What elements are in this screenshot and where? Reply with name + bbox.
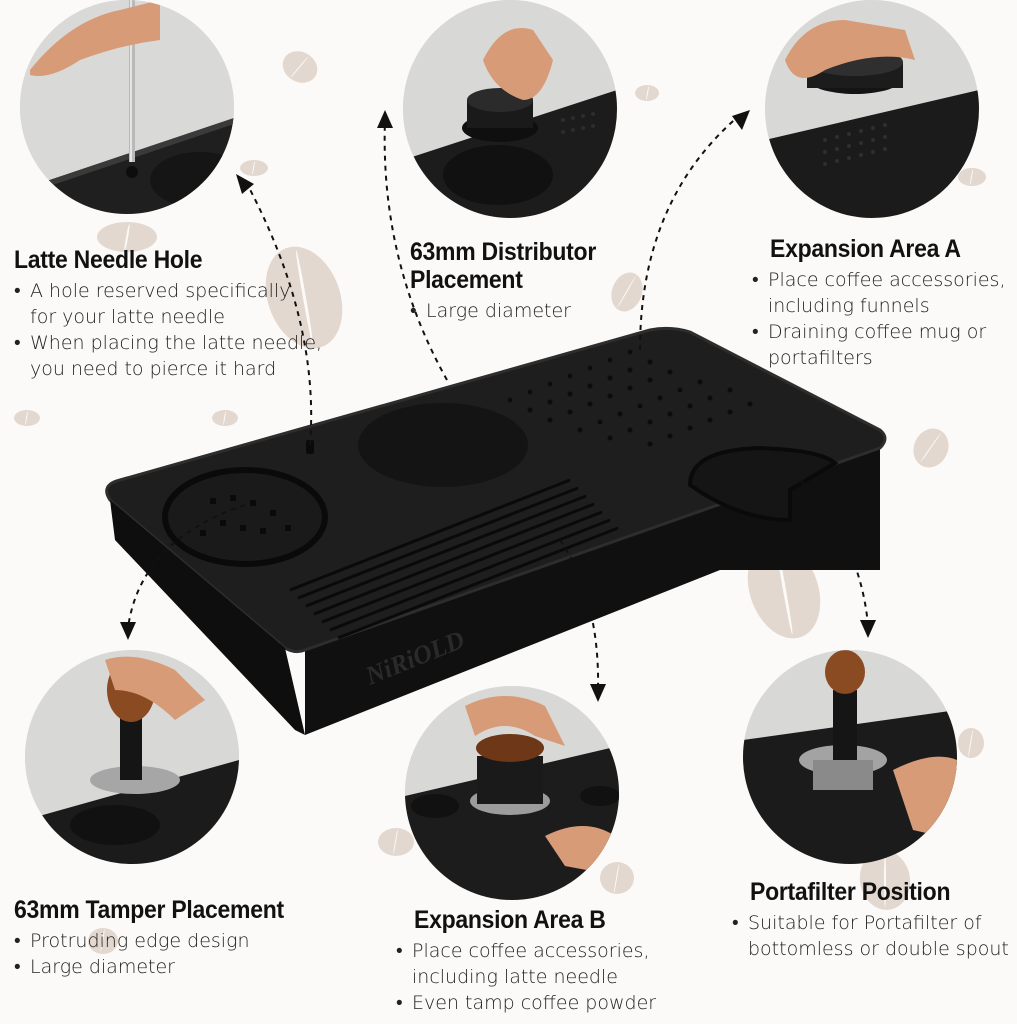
feature-bullet: Protruding edge design (14, 928, 307, 954)
feature-portafilter-position: Portafilter Position Suitable for Portaf… (732, 878, 1009, 962)
feature-title: 63mm Tamper Placement (14, 896, 284, 924)
coffee-bean-decoration (212, 410, 238, 426)
feature-bullet: Place coffee accessories, including latt… (396, 938, 656, 990)
feature-expansion-area-a: Expansion Area A Place coffee accessorie… (752, 235, 1006, 371)
coffee-bean-decoration (600, 862, 634, 894)
feature-bullet: Draining coffee mug or portafilters (752, 319, 1006, 371)
feature-bullet: Suitable for Portafilter of bottomless o… (732, 910, 1009, 962)
feature-title: Expansion Area A (770, 235, 961, 263)
coffee-bean-decoration (97, 222, 157, 252)
feature-tamper-placement: 63mm Tamper Placement Protruding edge de… (14, 896, 307, 980)
coffee-bean-decoration (14, 410, 40, 426)
feature-bullet: When placing the latte needle, you need … (14, 330, 322, 382)
expansion-area-a-photo (765, 0, 979, 218)
latte-needle-photo (20, 0, 234, 214)
feature-title: Latte Needle Hole (14, 246, 203, 274)
coffee-bean-decoration (240, 160, 268, 176)
coffee-bean-decoration (958, 168, 986, 186)
feature-bullet: Even tamp coffee powder (396, 990, 656, 1016)
feature-distributor-placement: 63mm Distributor Placement Large diamete… (410, 238, 612, 324)
feature-bullet: Place coffee accessories, including funn… (752, 267, 1006, 319)
feature-bullet: Large diameter (410, 298, 612, 324)
feature-expansion-area-b: Expansion Area B Place coffee accessorie… (396, 906, 656, 1016)
expansion-area-b-photo (405, 686, 619, 900)
coffee-bean-decoration (635, 85, 659, 101)
feature-bullet: A hole reserved specifically for your la… (14, 278, 322, 330)
feature-title: 63mm Distributor Placement (410, 238, 597, 294)
coffee-bean-decoration (378, 828, 414, 856)
portafilter-photo (743, 650, 957, 864)
coffee-bean-decoration (958, 728, 984, 758)
tamper-photo (25, 650, 239, 864)
feature-latte-needle-hole: Latte Needle Hole A hole reserved specif… (14, 246, 322, 382)
feature-title: Portafilter Position (750, 878, 951, 906)
feature-bullet: Large diameter (14, 954, 307, 980)
distributor-photo (403, 0, 617, 218)
feature-title: Expansion Area B (414, 906, 606, 934)
